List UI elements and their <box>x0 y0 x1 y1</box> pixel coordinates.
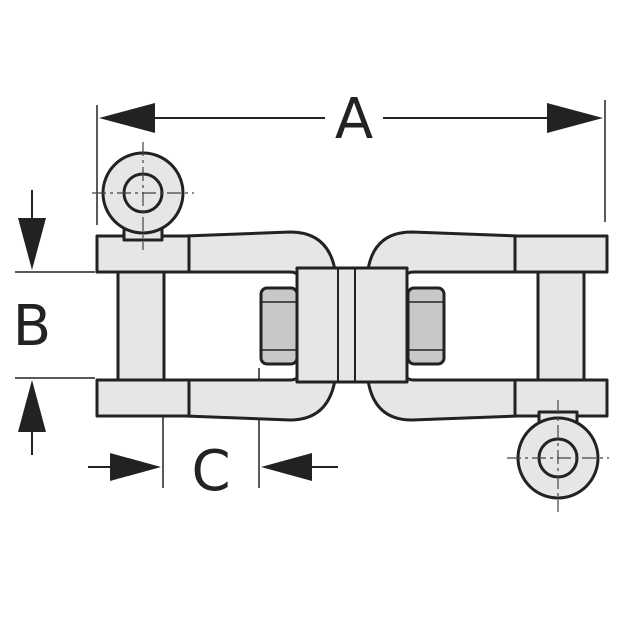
dimension-c-label: C <box>191 439 230 504</box>
left-clevis-pin <box>116 268 166 382</box>
dimension-a-arrow-right <box>547 103 603 133</box>
dimension-b: B <box>13 190 95 455</box>
dimension-a: A <box>96 87 606 225</box>
right-upper-crossbar <box>513 234 609 274</box>
right-clevis-pin <box>536 270 586 382</box>
dimension-a-label: A <box>335 87 373 152</box>
dimension-c-arrow-left <box>110 453 161 481</box>
dimension-c: C <box>88 368 338 504</box>
dimension-a-arrow-left <box>99 103 155 133</box>
dimension-b-arrow-bottom <box>18 380 46 432</box>
left-swivel-nut <box>259 286 299 366</box>
dimension-c-arrow-right <box>261 453 312 481</box>
right-swivel-nut <box>406 286 446 366</box>
swivel-barrel <box>295 266 409 384</box>
swivel-barrel-body <box>295 266 409 384</box>
dimension-b-label: B <box>13 294 51 359</box>
dimension-b-arrow-top <box>18 218 46 270</box>
right-lower-crossbar <box>513 378 609 418</box>
left-shackle <box>92 142 337 422</box>
left-lower-crossbar <box>95 378 191 418</box>
